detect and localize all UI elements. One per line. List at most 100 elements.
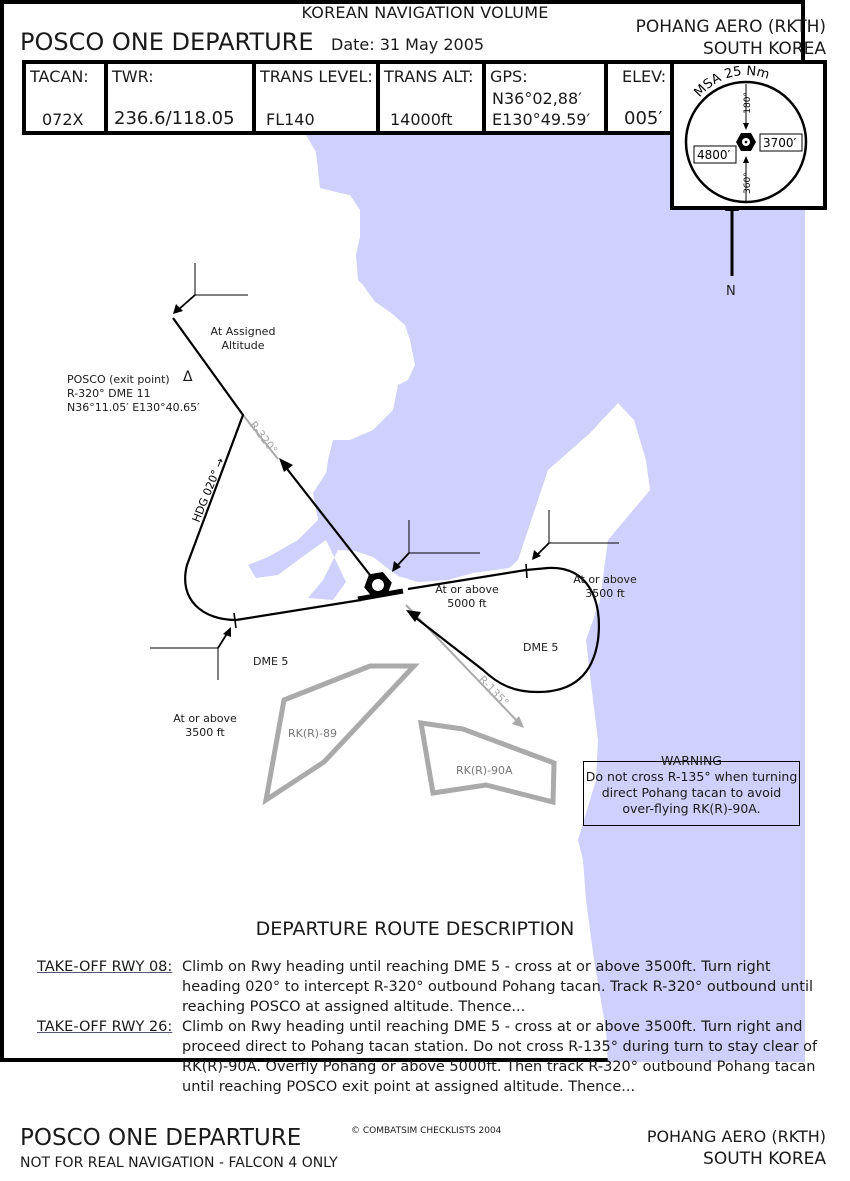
msa-title: MSA 25 Nm: [691, 64, 771, 100]
callout-overfly-5000: At or above 5000 ft: [434, 583, 500, 611]
exit-point-radial: R-320° DME 11: [67, 387, 151, 400]
route-radial-320: [283, 464, 371, 576]
info-cell-tower: TWR: 236.6/118.05: [104, 60, 256, 135]
footer-copyright: © COMBATSIM CHECKLISTS 2004: [351, 1126, 502, 1136]
callout-west-leader: [150, 647, 219, 680]
elevation-value: 005′: [624, 108, 663, 129]
info-cell-gps: GPS: N36°02,88′ E130°49.59′: [482, 60, 608, 135]
warning-title: WARNING: [661, 753, 722, 768]
label-rk-r-89: RK(R)-89: [288, 727, 337, 740]
callout-west-3500: At or above 3500 ft: [172, 712, 238, 740]
gps-latitude: N36°02,88′: [492, 89, 582, 108]
callout-arrowhead: [392, 561, 401, 572]
description-item-rwy26: TAKE-OFF RWY 26: Climb on Rwy heading un…: [37, 1017, 827, 1097]
callout-assigned-altitude-leader: [194, 263, 248, 296]
msa-diagram: MSA 25 Nm 180° 360° 4800′ 3700′: [670, 60, 827, 210]
warning-box: WARNING Do not cross R-135° when turning…: [583, 753, 800, 826]
msa-sector-west-box: [693, 145, 737, 164]
route-rwy26-loop: [415, 566, 600, 694]
callout-east-line1: At or above: [573, 573, 637, 586]
procedure-date: Date: 31 May 2005: [331, 35, 485, 54]
exit-point-name: POSCO (exit point): [67, 373, 170, 386]
volume-title: KOREAN NAVIGATION VOLUME: [301, 3, 549, 22]
exit-point-info: POSCO (exit point) R-320° DME 11 N36°11.…: [67, 373, 200, 415]
radial-320-extension: [242, 414, 279, 460]
label-dme5-east: DME 5: [523, 641, 559, 654]
msa-sector-east: 3700′: [763, 136, 797, 150]
label-hdg-020: HDG 020° →: [190, 456, 228, 524]
restricted-area-rk-r-90a: [417, 720, 557, 806]
callout-assigned-altitude-line2: Altitude: [221, 339, 265, 352]
radial-320-arrowhead: [279, 458, 293, 472]
callout-west-line2: 3500 ft: [185, 726, 225, 739]
route-hdg-020: [172, 317, 245, 622]
trans-alt-value: 14000ft: [390, 110, 453, 129]
runway-line-east: [407, 568, 527, 591]
dme5-west-tick: [233, 612, 237, 629]
callout-east-line2: 3500 ft: [585, 587, 625, 600]
radial-135-arrowhead: [512, 716, 524, 728]
callout-arrowhead: [532, 550, 541, 560]
rwy26-arrowhead: [406, 610, 421, 622]
airport-name: POHANG AERO (RKTH): [635, 17, 826, 37]
elevation-label: ELEV:: [622, 67, 667, 86]
footer-disclaimer: NOT FOR REAL NAVIGATION - FALCON 4 ONLY: [20, 1155, 338, 1171]
tower-value: 236.6/118.05: [114, 108, 235, 129]
msa-tacan-icon: [736, 133, 756, 151]
exit-point-coords: N36°11.05′ E130°40.65′: [67, 401, 200, 414]
description-text-rwy26: Climb on Rwy heading until reaching DME …: [182, 1019, 818, 1095]
info-cell-elevation: ELEV: 005′: [604, 60, 674, 135]
sea-inlet: [248, 465, 340, 578]
description-title: DEPARTURE ROUTE DESCRIPTION: [255, 918, 575, 940]
tower-label: TWR:: [112, 67, 154, 86]
gps-label: GPS:: [490, 67, 528, 86]
msa-sector-east-box: [759, 133, 803, 152]
description-text-rwy08: Climb on Rwy heading until reaching DME …: [182, 959, 814, 1015]
callout-east-3500: At or above 3500 ft: [572, 573, 638, 601]
tacan-value: 072X: [42, 110, 84, 129]
label-rk-r-90a: RK(R)-90A: [456, 764, 513, 777]
exit-point-symbol[interactable]: Δ: [183, 369, 193, 385]
label-dme5-west: DME 5: [253, 655, 289, 668]
info-cell-trans-level: TRANS LEVEL: FL140: [252, 60, 380, 135]
map-canvas: R-320° HDG 020° → R-135° RK(R)-89 RK(R)-…: [150, 70, 805, 1062]
warning-title-row: WARNING: [584, 753, 799, 769]
description-item-rwy08: TAKE-OFF RWY 08: Climb on Rwy heading un…: [37, 957, 827, 1017]
callout-assigned-altitude: At Assigned Altitude: [210, 325, 276, 353]
footer-airport-name: POHANG AERO (RKTH): [646, 1127, 826, 1146]
callout-east-leader: [548, 510, 619, 544]
description-label-rwy26: TAKE-OFF RWY 26:: [37, 1019, 173, 1035]
procedure-title: POSCO ONE DEPARTURE: [20, 28, 314, 56]
warning-text: Do not cross R-135° when turning direct …: [585, 769, 798, 816]
trans-level-label: TRANS LEVEL:: [260, 67, 373, 86]
msa-arrow-down-icon: [743, 123, 749, 130]
airport-country: SOUTH KOREA: [703, 39, 826, 59]
tacan-label: TACAN:: [30, 67, 89, 86]
footer-airport-country: SOUTH KOREA: [703, 1149, 826, 1169]
footer-procedure-title: POSCO ONE DEPARTURE: [20, 1125, 302, 1151]
msa-arrow-up-icon: [743, 156, 749, 163]
dme5-east-tick: [525, 563, 528, 579]
info-cell-trans-alt: TRANS ALT: 14000ft: [376, 60, 486, 135]
sea-area: [286, 70, 805, 1062]
north-label: N: [726, 284, 736, 299]
description-label-rwy08: TAKE-OFF RWY 08:: [37, 959, 173, 975]
trans-alt-label: TRANS ALT:: [384, 67, 474, 86]
label-radial-320: R-320°: [247, 419, 280, 457]
callout-overfly-line1: At or above: [435, 583, 499, 596]
msa-bearing-bottom: 360°: [743, 172, 753, 194]
restricted-area-rk-r-89: [262, 663, 420, 806]
callout-overfly-line2: 5000 ft: [447, 597, 487, 610]
runway-line: [235, 598, 362, 622]
tacan-icon: [364, 571, 392, 599]
gps-longitude: E130°49.59′: [492, 110, 591, 129]
callout-west-line1: At or above: [173, 712, 237, 725]
msa-sector-west: 4800′: [697, 148, 731, 162]
msa-bearing-top: 180°: [743, 92, 753, 114]
msa-svg: MSA 25 Nm 180° 360° 4800′ 3700′: [684, 64, 808, 204]
callout-assigned-altitude-arrow: [177, 294, 196, 311]
info-cell-tacan: TACAN: 072X: [22, 60, 108, 135]
callout-arrowhead: [173, 304, 183, 314]
callout-arrowhead: [223, 627, 231, 637]
callout-assigned-altitude-line1: At Assigned: [210, 325, 276, 338]
